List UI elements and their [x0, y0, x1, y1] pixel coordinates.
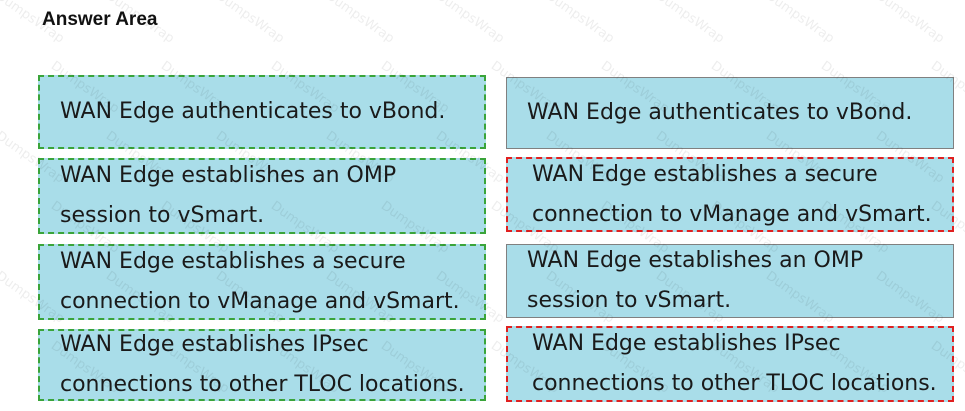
answer-text: WAN Edge establishes IPsec [532, 331, 841, 356]
answer-slot-4[interactable]: WAN Edge establishes IPsec connections t… [506, 326, 954, 402]
option-text: WAN Edge establishes IPsec [60, 332, 369, 357]
answer-slot-3[interactable]: WAN Edge establishes an OMP session to v… [506, 244, 954, 318]
watermark-text: DumpsWrap [762, 0, 837, 47]
option-text: WAN Edge establishes an OMP [60, 163, 397, 188]
watermark-text: DumpsWrap [872, 0, 947, 47]
answer-text: WAN Edge establishes a secure [532, 161, 878, 187]
answer-text: connection to vManage and vSmart. [532, 201, 932, 227]
watermark-text: DumpsWrap [322, 0, 397, 47]
answer-slot-2[interactable]: WAN Edge establishes a secure connection… [506, 157, 954, 232]
watermark-text: DumpsWrap [542, 0, 617, 47]
answer-slot-1[interactable]: WAN Edge authenticates to vBond. [506, 77, 954, 149]
option-text: connections to other TLOC locations. [60, 372, 465, 397]
option-ipsec-connections[interactable]: WAN Edge establishes IPsec connections t… [38, 329, 486, 401]
answer-text: session to vSmart. [527, 288, 732, 313]
option-text: WAN Edge authenticates to vBond. [60, 99, 446, 124]
watermark-text: DumpsWrap [212, 0, 287, 47]
option-omp-session[interactable]: WAN Edge establishes an OMP session to v… [38, 158, 486, 234]
answer-text: WAN Edge establishes an OMP [527, 248, 864, 273]
answer-text: connections to other TLOC locations. [532, 371, 937, 396]
option-secure-connection[interactable]: WAN Edge establishes a secure connection… [38, 244, 486, 320]
answer-text: WAN Edge authenticates to vBond. [527, 100, 913, 125]
option-authenticate-vbond[interactable]: WAN Edge authenticates to vBond. [38, 75, 486, 149]
watermark-text: DumpsWrap [652, 0, 727, 47]
option-text: session to vSmart. [60, 203, 265, 228]
option-text: connection to vManage and vSmart. [60, 289, 460, 314]
option-text: WAN Edge establishes a secure [60, 249, 406, 274]
answer-area-title: Answer Area [42, 9, 158, 30]
watermark-text: DumpsWrap [432, 0, 507, 47]
